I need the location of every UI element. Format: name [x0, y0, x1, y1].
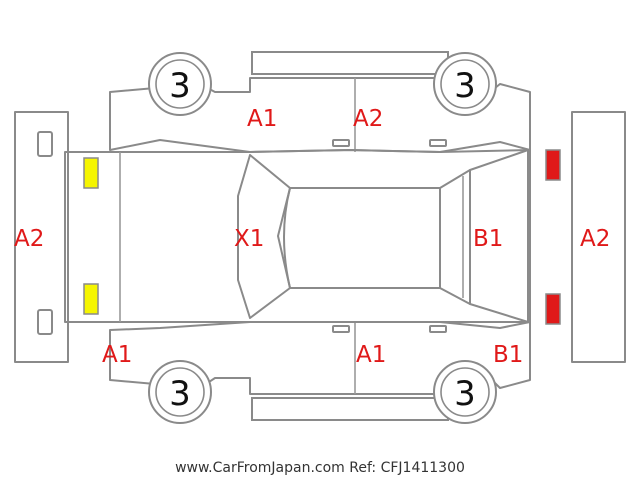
damage-roof: X1: [234, 226, 264, 252]
damage-front-bumper: A2: [14, 226, 44, 252]
front-light-top: [83, 157, 99, 189]
damage-front-right-door: A1: [356, 342, 386, 368]
rear-light-top: [545, 149, 561, 181]
front-lights: [83, 157, 99, 315]
wheel-front-top-label: 3: [169, 66, 191, 106]
damage-rear-bumper: A2: [580, 226, 610, 252]
damage-rear-right-quarter: B1: [493, 342, 523, 368]
wheel-front-bottom-label: 3: [169, 374, 191, 414]
damage-front-left-fender: A1: [247, 106, 277, 132]
damage-front-right-fender: A1: [102, 342, 132, 368]
rear-light-bottom: [545, 293, 561, 325]
damage-rear-glass: B1: [473, 226, 503, 252]
wheel-front-bottom: 3: [148, 360, 212, 424]
front-light-bottom: [83, 283, 99, 315]
damage-rear-left-door: A2: [353, 106, 383, 132]
car-top-view: [64, 149, 531, 323]
rear-lights: [545, 149, 561, 325]
wheel-rear-bottom: 3: [433, 360, 497, 424]
wheel-front-top: 3: [148, 52, 212, 116]
rear-bumper: [571, 111, 626, 363]
front-bumper: [14, 111, 69, 363]
footer-reference: www.CarFromJapan.com Ref: CFJ1411300: [175, 460, 465, 476]
damage-labels: A2 A2 A1 A2 X1 B1 A1 A1 B1: [14, 106, 610, 368]
wheel-rear-bottom-label: 3: [454, 374, 476, 414]
wheel-rear-top: 3: [433, 52, 497, 116]
wheel-rear-top-label: 3: [454, 66, 476, 106]
